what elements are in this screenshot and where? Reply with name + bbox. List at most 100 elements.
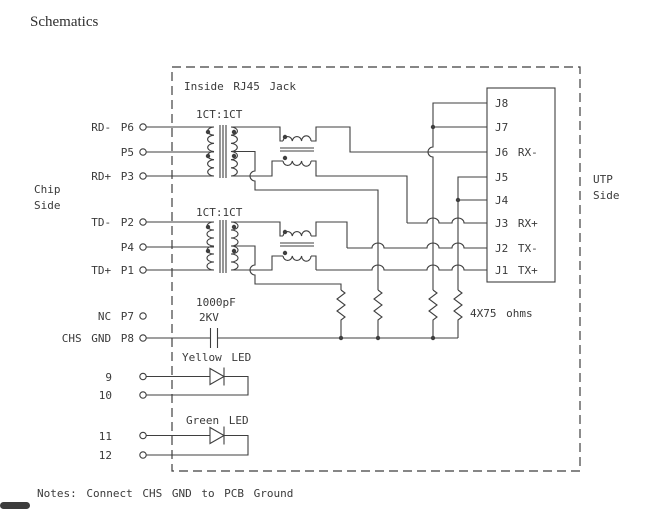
bottom-left-artifact [0,502,30,509]
pin-label-12: 12 [99,449,112,462]
tx-secondary-phase-dot-top [231,224,237,230]
jack-pin-label-j1: J1 TX+ [495,264,538,277]
utp-side-label: UTP Side [593,173,620,202]
capacitor-rating-label: 2KV [199,311,219,324]
jack-pin-label-j2: J2 TX- [495,242,538,255]
tx-choke-top-winding [282,230,312,237]
tx-choke-dot-bottom [282,250,288,256]
chip-side-label: Chip Side [34,183,61,212]
rx-primary-phase-dot-top [205,129,211,135]
terminal-p5 [139,148,147,156]
terminal-p1 [139,266,147,274]
unused-pair-wiring [427,102,487,290]
jack-pin-label-j8: J8 [495,97,508,110]
jack-pin-label-j7: J7 [495,121,508,134]
pin-label-p8: CHS GND P8 [62,332,134,345]
chip-pin-terminals [139,123,147,459]
tx-choke-core [280,242,314,247]
pin-label-p7: NC P7 [98,310,134,323]
terminal-11 [139,431,147,440]
pin-label-10: 10 [99,389,112,402]
svg-text:Chip: Chip [34,183,61,196]
terminal-p2 [139,218,147,226]
green-led-label: Green LED [186,414,249,427]
bus-junction-r3 [430,335,436,341]
pin-label-11: 11 [99,430,112,443]
rj45-connector: J8 J7 J6 RX- J5 J4 J3 RX+ J2 TX- J1 TX+ [486,87,556,283]
rx-secondary-phase-dot-top [231,129,237,135]
jack-pin-label-j3: J3 RX+ [495,217,538,230]
terminal-12 [139,451,147,459]
bus-junction-r2 [375,335,381,341]
yellow-led-label: Yellow LED [182,351,251,364]
resistor-r2 [373,289,383,338]
tx-secondary-phase-dot-bottom [231,248,237,254]
pin-label-p3: RD+ P3 [91,170,134,183]
svg-text:UTP: UTP [593,173,613,186]
rx-choke-dot-bottom [282,155,288,161]
tx-choke [280,229,314,262]
terminal-p6 [139,123,147,131]
rx-primary-winding [207,126,215,177]
jack-pin-label-j4: J4 [495,194,509,207]
rx-transformer-ratio-label: 1CT:1CT [196,108,243,121]
tx-transformer-core [219,220,227,273]
notes-text: Notes: Connect CHS GND to PCB Ground [37,487,293,500]
jack-pin-label-j5: J5 [495,171,508,184]
tx-primary-phase-dot-bottom [205,248,211,254]
tx-transformer-ratio-label: 1CT:1CT [196,206,243,219]
green-led-diode [146,426,249,456]
termination-label: 4X75 ohms [470,307,533,320]
chassis-ground-capacitor: 1000pF 2KV [146,296,458,348]
terminal-p4 [139,243,147,251]
terminal-10 [139,391,147,399]
capacitor-value-label: 1000pF [196,296,236,309]
rx-secondary-phase-dot-bottom [231,153,237,159]
rx-choke-top-winding [282,135,312,142]
terminal-p3 [139,172,147,180]
junction-j5-j4 [455,197,461,203]
pin-label-p2: TD- P2 [91,216,134,229]
bus-junction-r1 [338,335,344,341]
rx-transformer-core [219,125,227,178]
tx-primary-phase-dot-top [205,224,211,230]
rx-choke-dot-top [282,134,288,140]
enclosure-label: Inside RJ45 Jack [184,80,296,93]
rx-choke [280,134,314,167]
pin-label-p1: TD+ P1 [91,264,134,277]
green-led: Green LED [146,414,249,456]
resistor-r3 [428,289,438,338]
chip-lead-wires [146,126,214,271]
capacitor-and-bus [146,328,458,348]
pin-label-9: 9 [105,371,112,384]
tx-transformer: 1CT:1CT [196,206,243,273]
terminal-p7 [139,312,147,320]
svg-text:Side: Side [593,189,620,202]
resistor-r4 [453,289,463,338]
tx-choke-bottom-winding [282,255,312,262]
resistor-r1 [336,289,346,338]
page-title: Schematics [30,14,98,30]
rx-primary-phase-dot-bottom [205,153,211,159]
rx-choke-core [280,147,314,152]
rj45-enclosure-border [171,66,581,472]
yellow-led: Yellow LED [146,351,251,396]
terminal-9 [139,372,147,381]
tx-primary-winding [206,221,215,271]
pin-label-p6: RD- P6 [91,121,134,134]
rx-choke-bottom-winding [282,160,312,167]
junction-j8-j7 [430,124,436,130]
terminal-p8 [139,334,147,342]
rx-wiring [231,126,487,290]
yellow-led-diode [146,367,249,396]
jack-pin-label-j6: J6 RX- [495,146,538,159]
svg-text:Side: Side [34,199,61,212]
tx-wiring [231,221,487,290]
pin-label-p5: P5 [121,146,134,159]
termination-resistors: 4X75 ohms [336,289,533,338]
rx-transformer: 1CT:1CT [196,108,243,178]
tx-choke-dot-top [282,229,288,235]
pin-label-p4: P4 [121,241,135,254]
connector-box [486,87,556,283]
